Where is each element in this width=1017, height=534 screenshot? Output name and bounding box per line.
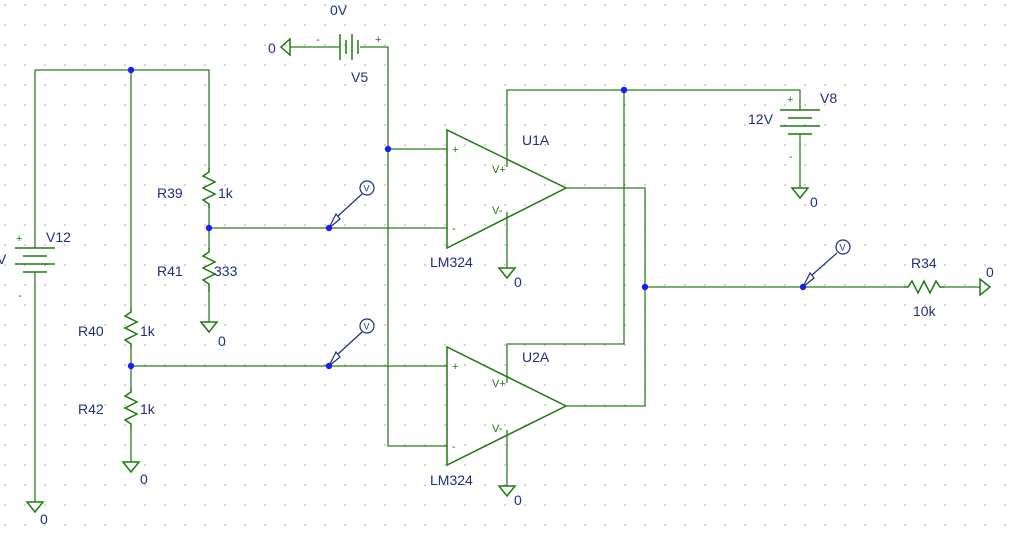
v12-plus-sign: +	[16, 233, 22, 245]
u1a-part: LM324	[430, 254, 473, 270]
v5-plus-sign: +	[375, 34, 381, 46]
r34-ref: R34	[911, 255, 937, 271]
r40-value: 1k	[140, 323, 156, 339]
junction-dot	[127, 362, 135, 370]
r42-ground-label: 0	[140, 471, 148, 487]
u2a-minus-input-sign: -	[452, 441, 456, 453]
probe-symbol: V	[364, 322, 370, 332]
u1a-ground-label: 0	[514, 274, 522, 290]
source-v5[interactable]: - + 0V V5 0	[268, 2, 381, 85]
opamp-u1a[interactable]: + - V+ V- U1A LM324 0	[430, 128, 568, 290]
u1a-ref: U1A	[522, 132, 550, 148]
u1a-vplus-pin: V+	[492, 164, 506, 176]
r41-ref: R41	[157, 263, 183, 279]
probe-symbol: V	[840, 243, 846, 253]
opamp-u2a[interactable]: + - V+ V- U2A LM324 0	[430, 345, 568, 508]
v8-minus-sign: -	[789, 151, 793, 163]
r34-ground-label: 0	[986, 264, 994, 280]
v5-ref: V5	[351, 69, 368, 85]
v8-ref: V8	[820, 90, 837, 106]
resistor-r39[interactable]: R39 1k	[157, 168, 234, 208]
junction-dot	[384, 145, 392, 153]
ground-icon	[199, 321, 219, 334]
u2a-plus-input-sign: +	[452, 361, 458, 373]
u2a-part: LM324	[430, 472, 473, 488]
resistor-r41[interactable]: R41 333 0	[157, 248, 238, 349]
v8-ground-label: 0	[810, 194, 818, 210]
ground-icon	[121, 461, 141, 474]
junction-dot	[127, 66, 135, 74]
u2a-vplus-pin: V+	[492, 378, 506, 390]
v5-ground-label: 0	[268, 40, 276, 56]
resistor-r42[interactable]: R42 1k 0	[78, 388, 156, 487]
ground-icon	[279, 37, 291, 57]
resistor-r40[interactable]: R40 1k	[78, 308, 156, 348]
junction-dot	[205, 224, 213, 232]
v12-ground-label: 0	[40, 511, 48, 527]
voltage-probe[interactable]: V	[328, 180, 375, 229]
r40-ref: R40	[78, 323, 104, 339]
voltage-probe[interactable]: V	[802, 239, 851, 288]
junction-dot	[620, 86, 628, 94]
r39-value: 1k	[218, 185, 234, 201]
r41-value: 333	[214, 263, 238, 279]
resistor-r34[interactable]: R34 10k 0	[904, 255, 994, 319]
u1a-plus-input-sign: +	[452, 144, 458, 156]
ground-icon	[497, 267, 517, 280]
v5-minus-sign: -	[316, 34, 320, 46]
u1a-vminus-pin: V-	[492, 205, 503, 217]
ground-icon	[25, 501, 45, 514]
v12-minus-sign: -	[18, 290, 22, 302]
voltage-probe[interactable]: V	[328, 318, 375, 367]
r34-value: 10k	[913, 303, 937, 319]
r42-ref: R42	[78, 401, 104, 417]
u2a-ground-label: 0	[514, 492, 522, 508]
ground-icon	[979, 277, 992, 297]
junction-dot	[641, 283, 649, 291]
ground-icon	[790, 187, 810, 200]
v5-value: 0V	[330, 2, 348, 18]
v8-value: 12V	[748, 111, 774, 127]
v12-value: V	[0, 251, 7, 267]
ground-icon	[497, 485, 517, 498]
u2a-vminus-pin: V-	[492, 423, 503, 435]
r39-ref: R39	[157, 185, 183, 201]
r42-value: 1k	[140, 401, 156, 417]
r41-ground-label: 0	[218, 333, 226, 349]
v8-plus-sign: +	[787, 94, 793, 106]
probe-symbol: V	[364, 184, 370, 194]
v12-ref: V12	[46, 229, 71, 245]
source-v8[interactable]: + - V8 12V 0	[748, 90, 837, 210]
u2a-ref: U2A	[522, 349, 550, 365]
u1a-minus-input-sign: -	[452, 223, 456, 235]
source-v12[interactable]: + - V12 V 0	[0, 229, 71, 527]
